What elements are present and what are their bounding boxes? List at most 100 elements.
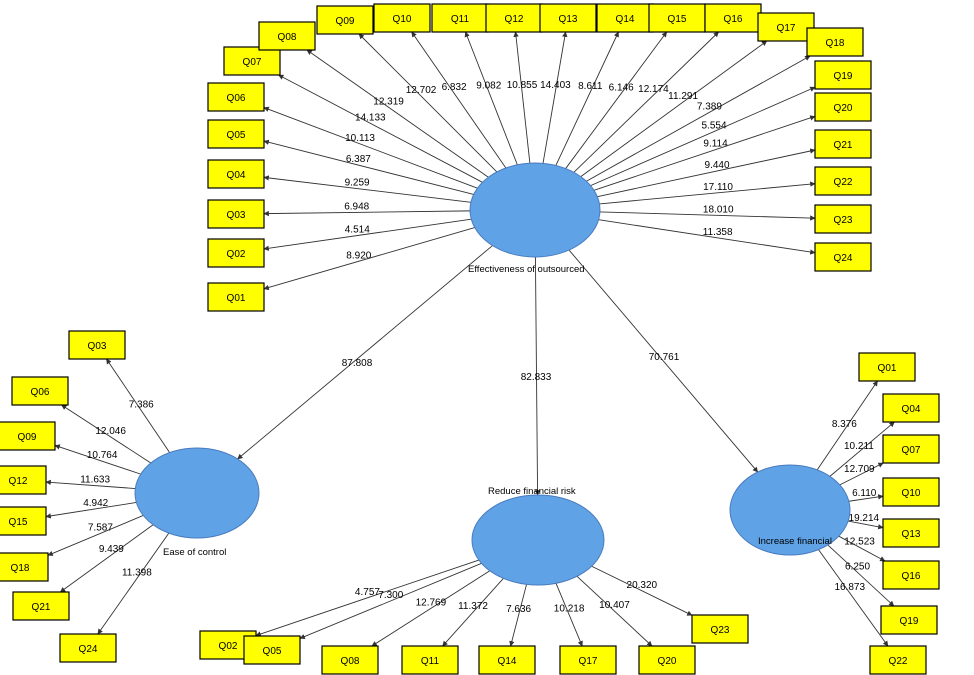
effectiveness-indicator-q23[interactable]: Q23 bbox=[814, 204, 872, 234]
increase-indicator-q19[interactable]: Q19 bbox=[880, 605, 938, 635]
reduce-indicator-q17[interactable]: Q17 bbox=[559, 645, 617, 675]
effectiveness-indicator-q04[interactable]: Q04 bbox=[207, 159, 265, 189]
indicator-box bbox=[869, 645, 927, 675]
indicator-label: Q17 bbox=[579, 656, 598, 667]
effectiveness-indicator-q06[interactable]: Q06 bbox=[207, 82, 265, 112]
indicator-box bbox=[880, 605, 938, 635]
ease-q21-t-value: 9.439 bbox=[99, 544, 124, 555]
indicator-box bbox=[485, 3, 543, 33]
construct-ease[interactable]: Ease of control bbox=[134, 447, 260, 558]
effectiveness-indicator-q20[interactable]: Q20 bbox=[814, 92, 872, 122]
effectiveness-q20-arrow bbox=[593, 115, 816, 191]
increase-indicator-q22[interactable]: Q22 bbox=[869, 645, 927, 675]
effectiveness-indicator-q14[interactable]: Q14 bbox=[596, 3, 654, 33]
effectiveness-indicator-q15[interactable]: Q15 bbox=[648, 3, 706, 33]
indicator-box bbox=[814, 166, 872, 196]
increase-q01-arrow bbox=[816, 380, 878, 471]
effectiveness-indicator-q02[interactable]: Q02 bbox=[207, 238, 265, 268]
reduce-q17-t-value: 10.218 bbox=[554, 604, 585, 615]
effectiveness-indicator-q09[interactable]: Q09 bbox=[316, 5, 374, 35]
indicator-box bbox=[0, 506, 47, 536]
effectiveness-q14-arrow bbox=[555, 31, 619, 166]
path-coefficient-reduce: 82.833 bbox=[521, 372, 552, 383]
increase-indicator-q16[interactable]: Q16 bbox=[882, 560, 940, 590]
effectiveness-q19-t-value: 5.554 bbox=[701, 121, 726, 132]
indicator-label: Q06 bbox=[227, 93, 246, 104]
indicator-label: Q23 bbox=[834, 215, 853, 226]
path-coefficient-ease: 87.808 bbox=[342, 358, 373, 369]
increase-indicator-q10[interactable]: Q10 bbox=[882, 477, 940, 507]
construct-effectiveness[interactable]: Effectiveness of outsourced bbox=[468, 162, 601, 275]
ease-q09-t-value: 10.764 bbox=[87, 450, 118, 461]
ease-indicator-q15[interactable]: Q15 bbox=[0, 506, 47, 536]
effectiveness-q08-arrow bbox=[306, 49, 489, 178]
effectiveness-indicator-q18[interactable]: Q18 bbox=[806, 27, 864, 57]
reduce-q23-arrow bbox=[591, 565, 693, 616]
effectiveness-indicator-q22[interactable]: Q22 bbox=[814, 166, 872, 196]
ease-indicator-q18[interactable]: Q18 bbox=[0, 552, 49, 582]
reduce-indicator-q20[interactable]: Q20 bbox=[638, 645, 696, 675]
construct-reduce[interactable]: Reduce financial risk bbox=[471, 486, 605, 586]
increase-indicator-q04[interactable]: Q04 bbox=[882, 393, 940, 423]
effectiveness-indicator-q21[interactable]: Q21 bbox=[814, 129, 872, 159]
effectiveness-q19-arrow bbox=[590, 86, 816, 187]
indicator-label: Q20 bbox=[834, 103, 853, 114]
ease-indicator-q06[interactable]: Q06 bbox=[11, 376, 69, 406]
effectiveness-indicator-q10[interactable]: Q10 bbox=[373, 3, 431, 33]
indicator-box bbox=[882, 434, 940, 464]
reduce-indicator-q08[interactable]: Q08 bbox=[321, 645, 379, 675]
reduce-indicator-q05[interactable]: Q05 bbox=[243, 635, 301, 665]
reduce-q14-t-value: 7.636 bbox=[506, 604, 531, 615]
ease-indicator-q09[interactable]: Q09 bbox=[0, 421, 56, 451]
indicator-box bbox=[207, 199, 265, 229]
increase-q22-t-value: 16.873 bbox=[834, 582, 865, 593]
effectiveness-q15-t-value: 6.146 bbox=[609, 82, 634, 93]
effectiveness-indicator-q07[interactable]: Q07 bbox=[223, 46, 281, 76]
construct-increase[interactable]: Increase financial bbox=[729, 464, 851, 556]
effectiveness-indicator-q17[interactable]: Q17 bbox=[757, 12, 815, 42]
increase-indicator-q07[interactable]: Q07 bbox=[882, 434, 940, 464]
effectiveness-indicator-q03[interactable]: Q03 bbox=[207, 199, 265, 229]
reduce-indicator-q23[interactable]: Q23 bbox=[691, 614, 749, 644]
effectiveness-indicator-q11[interactable]: Q11 bbox=[431, 3, 489, 33]
ease-indicator-q12[interactable]: Q12 bbox=[0, 465, 47, 495]
indicator-box bbox=[814, 60, 872, 90]
reduce-q05-t-value: 7.300 bbox=[378, 590, 403, 601]
indicator-box bbox=[223, 46, 281, 76]
indicator-label: Q15 bbox=[668, 14, 687, 25]
effectiveness-indicator-q24[interactable]: Q24 bbox=[814, 242, 872, 272]
effectiveness-q20-t-value: 9.114 bbox=[703, 139, 728, 150]
ease-indicator-q03[interactable]: Q03 bbox=[68, 330, 126, 360]
ease-indicator-q24[interactable]: Q24 bbox=[59, 633, 117, 663]
indicator-box bbox=[11, 376, 69, 406]
effectiveness-indicator-q01[interactable]: Q01 bbox=[207, 282, 265, 312]
indicator-box bbox=[0, 421, 56, 451]
effectiveness-indicator-q05[interactable]: Q05 bbox=[207, 119, 265, 149]
indicator-label: Q10 bbox=[902, 488, 921, 499]
reduce-indicator-q14[interactable]: Q14 bbox=[478, 645, 536, 675]
indicator-label: Q19 bbox=[834, 71, 853, 82]
increase-q10-t-value: 6.110 bbox=[852, 488, 877, 499]
effectiveness-q06-arrow bbox=[263, 106, 478, 189]
effectiveness-q01-arrow bbox=[263, 227, 475, 291]
indicator-label: Q10 bbox=[393, 14, 412, 25]
indicator-label: Q03 bbox=[88, 341, 107, 352]
indicator-box bbox=[539, 3, 597, 33]
effectiveness-indicator-q16[interactable]: Q16 bbox=[704, 3, 762, 33]
reduce-q14-arrow bbox=[509, 584, 527, 647]
ease-indicator-q21[interactable]: Q21 bbox=[12, 591, 70, 621]
construct-label-effectiveness: Effectiveness of outsourced bbox=[468, 264, 585, 275]
indicator-box bbox=[882, 477, 940, 507]
indicator-box bbox=[321, 645, 379, 675]
effectiveness-indicator-q12[interactable]: Q12 bbox=[485, 3, 543, 33]
ease-q12-arrow bbox=[45, 479, 136, 489]
effectiveness-q04-t-value: 9.259 bbox=[345, 178, 370, 189]
effectiveness-indicator-q13[interactable]: Q13 bbox=[539, 3, 597, 33]
effectiveness-indicator-q08[interactable]: Q08 bbox=[258, 21, 316, 51]
reduce-q11-arrow bbox=[442, 578, 504, 647]
reduce-indicator-q11[interactable]: Q11 bbox=[401, 645, 459, 675]
increase-indicator-q13[interactable]: Q13 bbox=[882, 518, 940, 548]
effectiveness-indicator-q19[interactable]: Q19 bbox=[814, 60, 872, 90]
increase-indicator-q01[interactable]: Q01 bbox=[858, 352, 916, 382]
effectiveness-q24-arrow bbox=[598, 219, 816, 255]
